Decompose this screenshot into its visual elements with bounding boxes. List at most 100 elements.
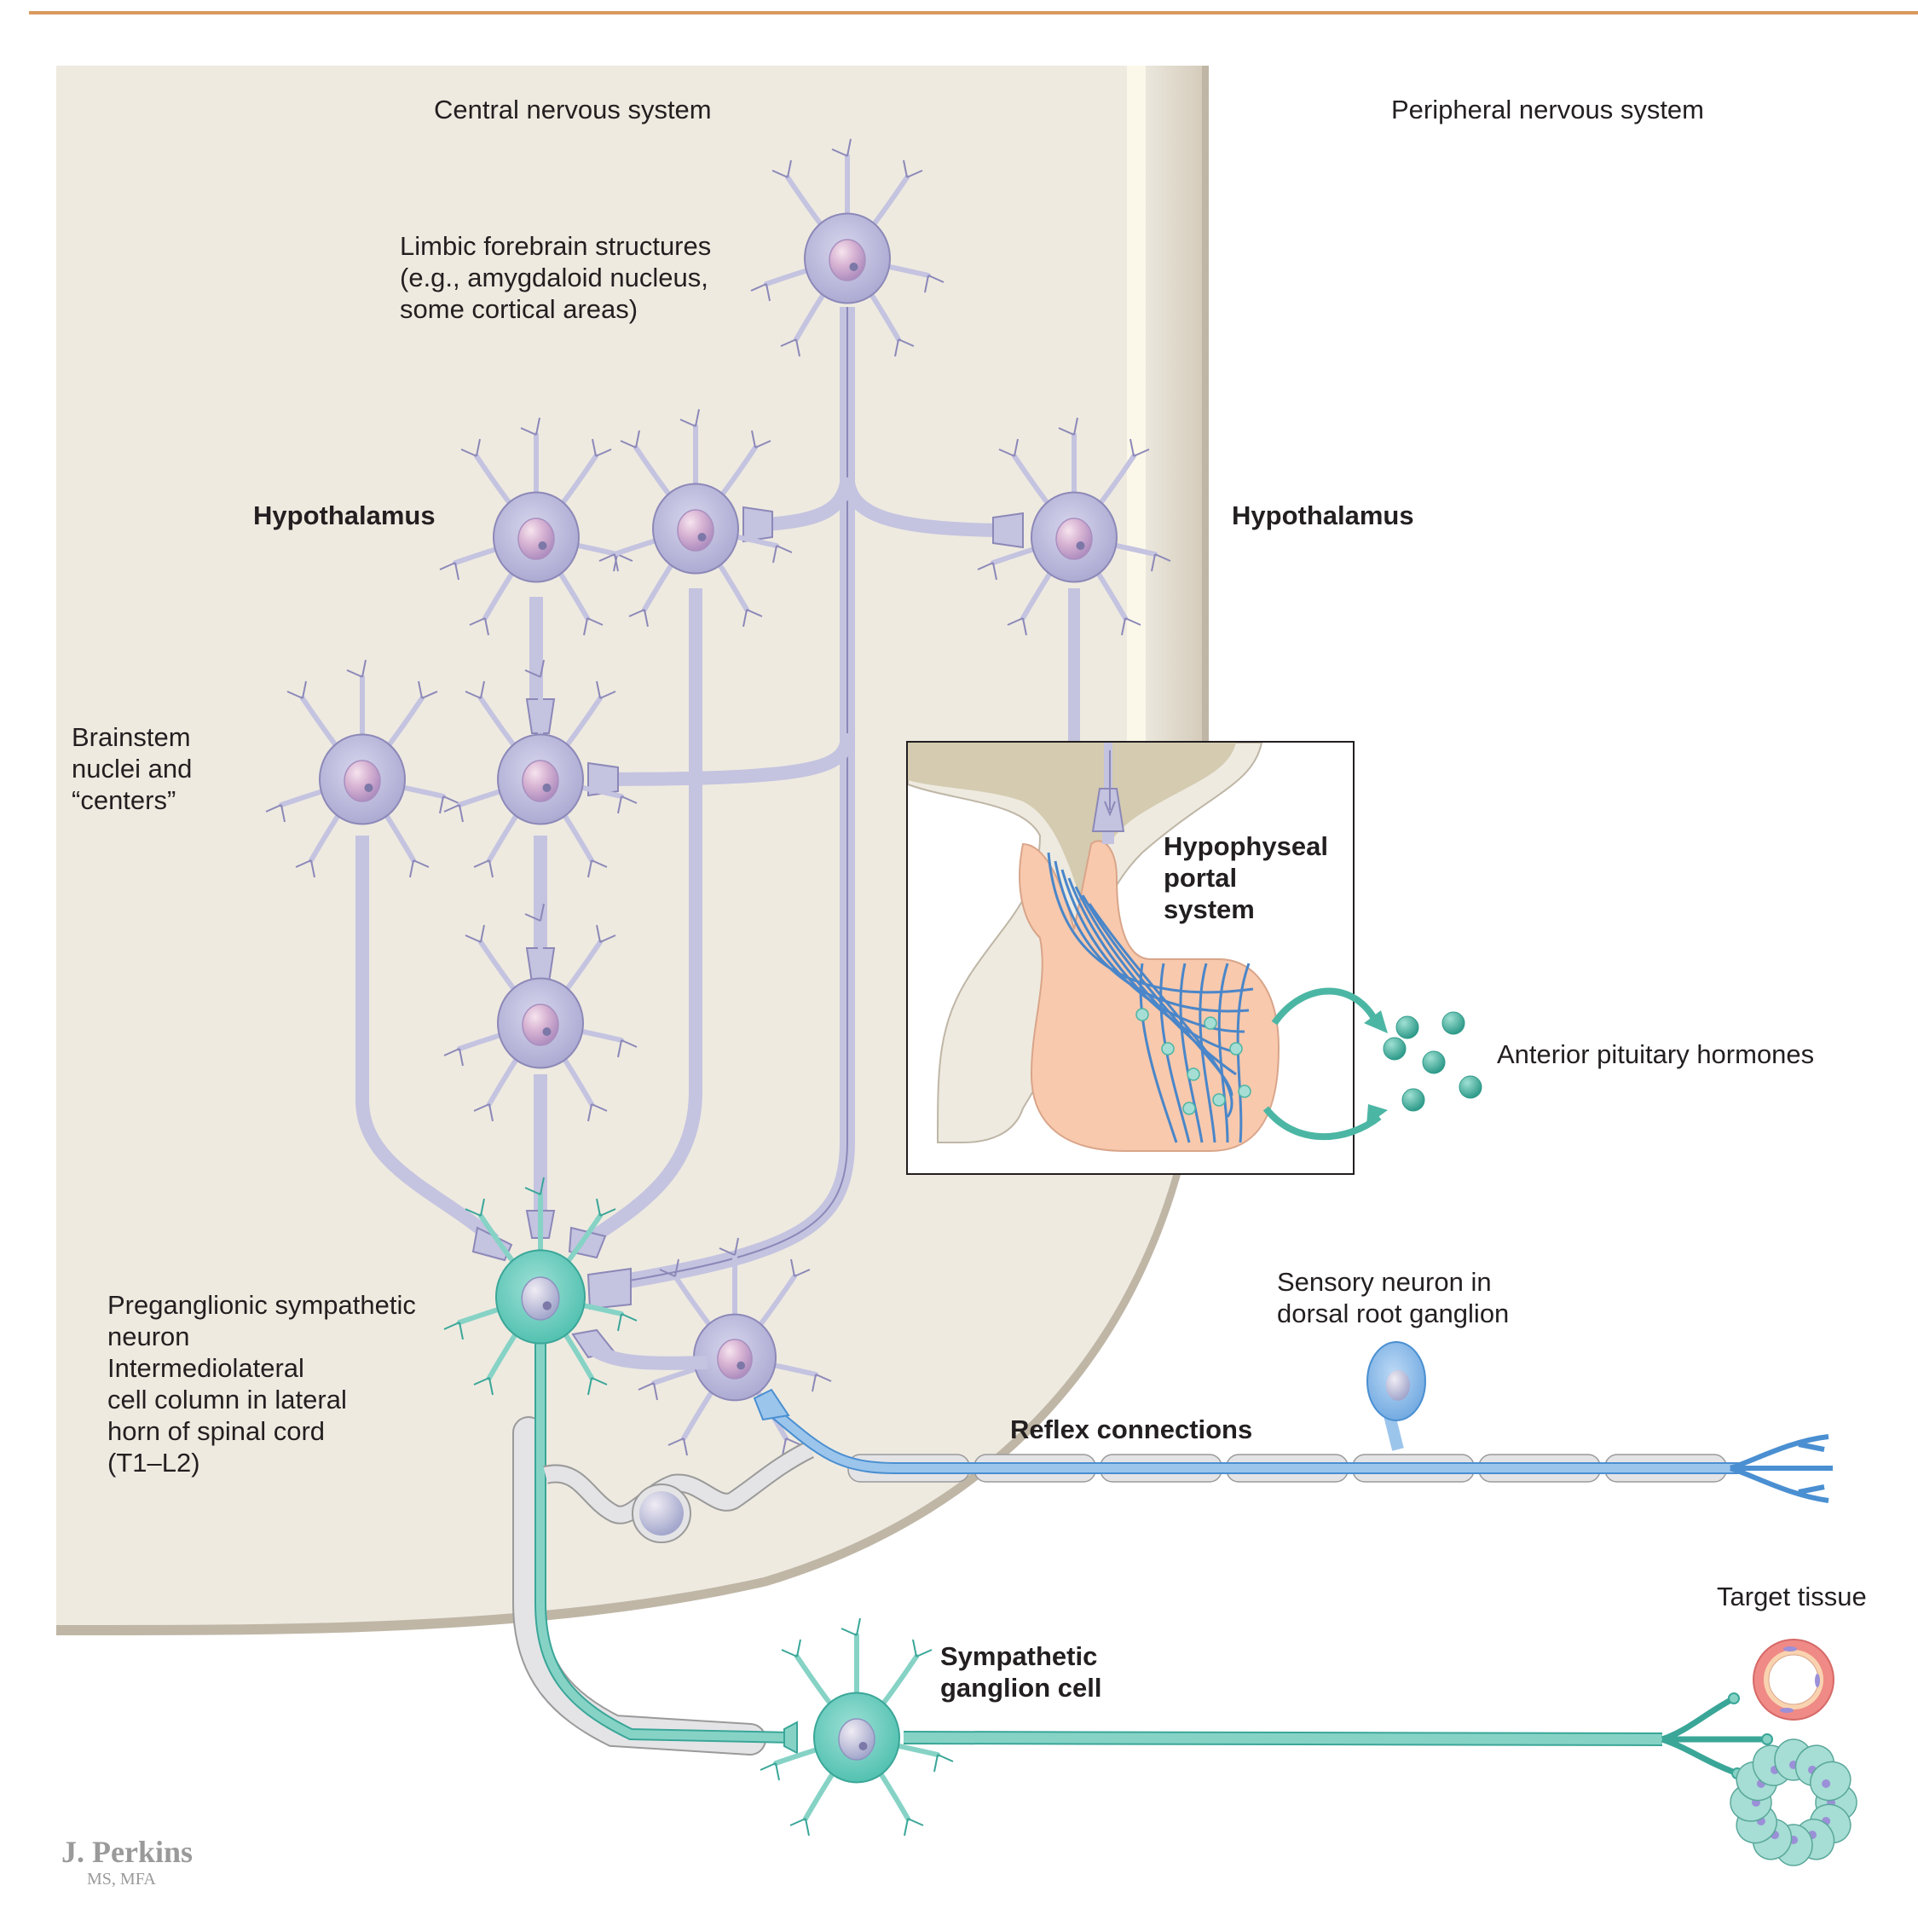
dendrite-branch xyxy=(841,1617,861,1636)
preganglionic-line-3: horn of spinal cord xyxy=(107,1416,326,1446)
artist-signature: J. Perkins MS, MFA xyxy=(61,1835,193,1889)
ganglion-line-1: Sympathetic xyxy=(940,1641,1098,1671)
hypophyseal-line-2: portal xyxy=(1164,863,1238,893)
dendrite-branch xyxy=(587,1377,608,1396)
neuron-limbic xyxy=(750,138,945,357)
dendrite-branch xyxy=(473,859,494,878)
hormone-particle xyxy=(1401,1088,1425,1112)
dendrite-branch xyxy=(628,609,649,628)
hormone-particle xyxy=(1395,1015,1419,1039)
capillary xyxy=(1088,903,1233,1118)
dendrite-branch xyxy=(771,159,792,178)
secretory-granule xyxy=(1212,1093,1226,1107)
brainstem-line-2: “centers” xyxy=(72,785,176,815)
sensory-neuron-label: Sensory neuron in dorsal root ganglion xyxy=(1277,1266,1509,1329)
nucleolus xyxy=(737,1361,745,1370)
preganglionic-line-2: cell column in lateral xyxy=(107,1385,347,1414)
cns-neurons xyxy=(265,138,1171,1456)
preganglionic-line-1: Intermediolateral xyxy=(107,1353,304,1383)
neuron-hypothalamus-1 xyxy=(439,417,633,636)
dendrite-branch xyxy=(439,562,459,581)
dendrite-branch xyxy=(782,1437,802,1456)
hypophyseal-line-3: system xyxy=(1164,894,1255,924)
neuron-nucleus xyxy=(1055,518,1093,560)
dendrite-branch xyxy=(620,430,640,448)
capillary xyxy=(1060,869,1245,1033)
neuron-brainstem-2 xyxy=(443,659,638,878)
secretory-granule xyxy=(1187,1067,1200,1081)
secretory-granule xyxy=(1161,1042,1175,1056)
dendrite-branch xyxy=(439,795,459,814)
dendrite-branch xyxy=(598,553,619,572)
dendrite-branch xyxy=(617,795,638,814)
hormone-particle xyxy=(1459,1075,1482,1099)
target-tissue-label: Target tissue xyxy=(1717,1582,1867,1611)
neuron-brainstem-1 xyxy=(265,659,459,878)
capillary xyxy=(1199,963,1216,1143)
dendrite-branch xyxy=(638,1382,658,1401)
dendrite-branch xyxy=(912,1639,933,1657)
secretory-granule xyxy=(1135,1008,1149,1021)
dendrite-branch xyxy=(592,438,612,457)
header-rule xyxy=(29,11,1918,14)
dendrite-branch xyxy=(998,438,1019,457)
dendrite-branch xyxy=(719,1237,739,1256)
brainstem-title: Brainstem xyxy=(72,722,191,752)
dendrite-branch xyxy=(812,1374,832,1392)
limbic-line-1: (e.g., amygdaloid nucleus, xyxy=(400,263,708,292)
dendrite-branch xyxy=(1151,553,1171,572)
dendrite-branch xyxy=(617,1313,638,1332)
dendrite-branch xyxy=(443,804,464,823)
hypothalamus-right-label: Hypothalamus xyxy=(1232,500,1414,530)
dendrite-branch xyxy=(760,1762,780,1781)
nucleolus xyxy=(1076,541,1085,550)
nucleolus xyxy=(858,1742,868,1750)
dendrite-branch xyxy=(781,1639,801,1657)
hormone-particle xyxy=(1383,1037,1407,1061)
hypophyseal-label: Hypophyseal portal system xyxy=(1164,830,1328,925)
dendrite-branch xyxy=(904,1818,924,1837)
dendrite-branch xyxy=(524,659,545,678)
secretory-granule xyxy=(1229,1042,1243,1056)
preganglionic-label: Preganglionic sympathetic neuron Interme… xyxy=(107,1289,416,1478)
interneuron xyxy=(638,1237,832,1456)
preganglionic-title-1: Preganglionic sympathetic xyxy=(107,1290,416,1320)
dendrite-branch xyxy=(1129,438,1150,457)
dendrite-branch xyxy=(524,1177,545,1195)
dendrite-branch xyxy=(583,617,604,636)
capillary xyxy=(1179,963,1204,1143)
ganglion-line-2: ganglion cell xyxy=(940,1673,1102,1703)
artist-name: J. Perkins xyxy=(61,1835,194,1869)
neuron-nucleus xyxy=(522,1004,559,1046)
dendrite-branch xyxy=(903,159,923,178)
interneuron-axon xyxy=(586,1341,708,1370)
capillary xyxy=(1217,963,1229,1143)
pns-region-label: Peripheral nervous system xyxy=(1391,95,1704,124)
capillary xyxy=(1074,886,1237,1076)
dendrite-branch xyxy=(524,903,545,922)
postganglionic-axon xyxy=(903,1692,1773,1779)
dendrite-branch xyxy=(346,659,367,678)
capillary xyxy=(1159,963,1191,1143)
dendrite-branch xyxy=(596,924,616,943)
reflex-connections-label: Reflex connections xyxy=(1010,1414,1253,1444)
target-blood-vessel xyxy=(1753,1639,1834,1721)
dendrite-branch xyxy=(679,408,700,427)
nucleolus xyxy=(542,1027,552,1036)
capillary xyxy=(1139,963,1178,1143)
limbic-label: Limbic forebrain structures (e.g., amygd… xyxy=(400,230,711,325)
dendrite-branch xyxy=(667,1437,688,1456)
dendrite-branch xyxy=(790,1258,811,1277)
hypophyseal-line-1: Hypophyseal xyxy=(1164,831,1328,861)
neuron-nucleus xyxy=(521,1276,560,1321)
dendrite-branch xyxy=(894,338,915,357)
dendrite-branch xyxy=(742,609,763,628)
dendrite-branch xyxy=(418,680,438,699)
preganglionic-title-2: neuron xyxy=(107,1322,190,1351)
dendrite-branch xyxy=(465,680,485,699)
dendrite-branch xyxy=(265,804,286,823)
capillary xyxy=(1236,963,1251,1143)
dendrite-branch xyxy=(596,680,616,699)
neuron-hypothalamus-2 xyxy=(598,408,793,628)
nucleolus xyxy=(542,784,552,792)
